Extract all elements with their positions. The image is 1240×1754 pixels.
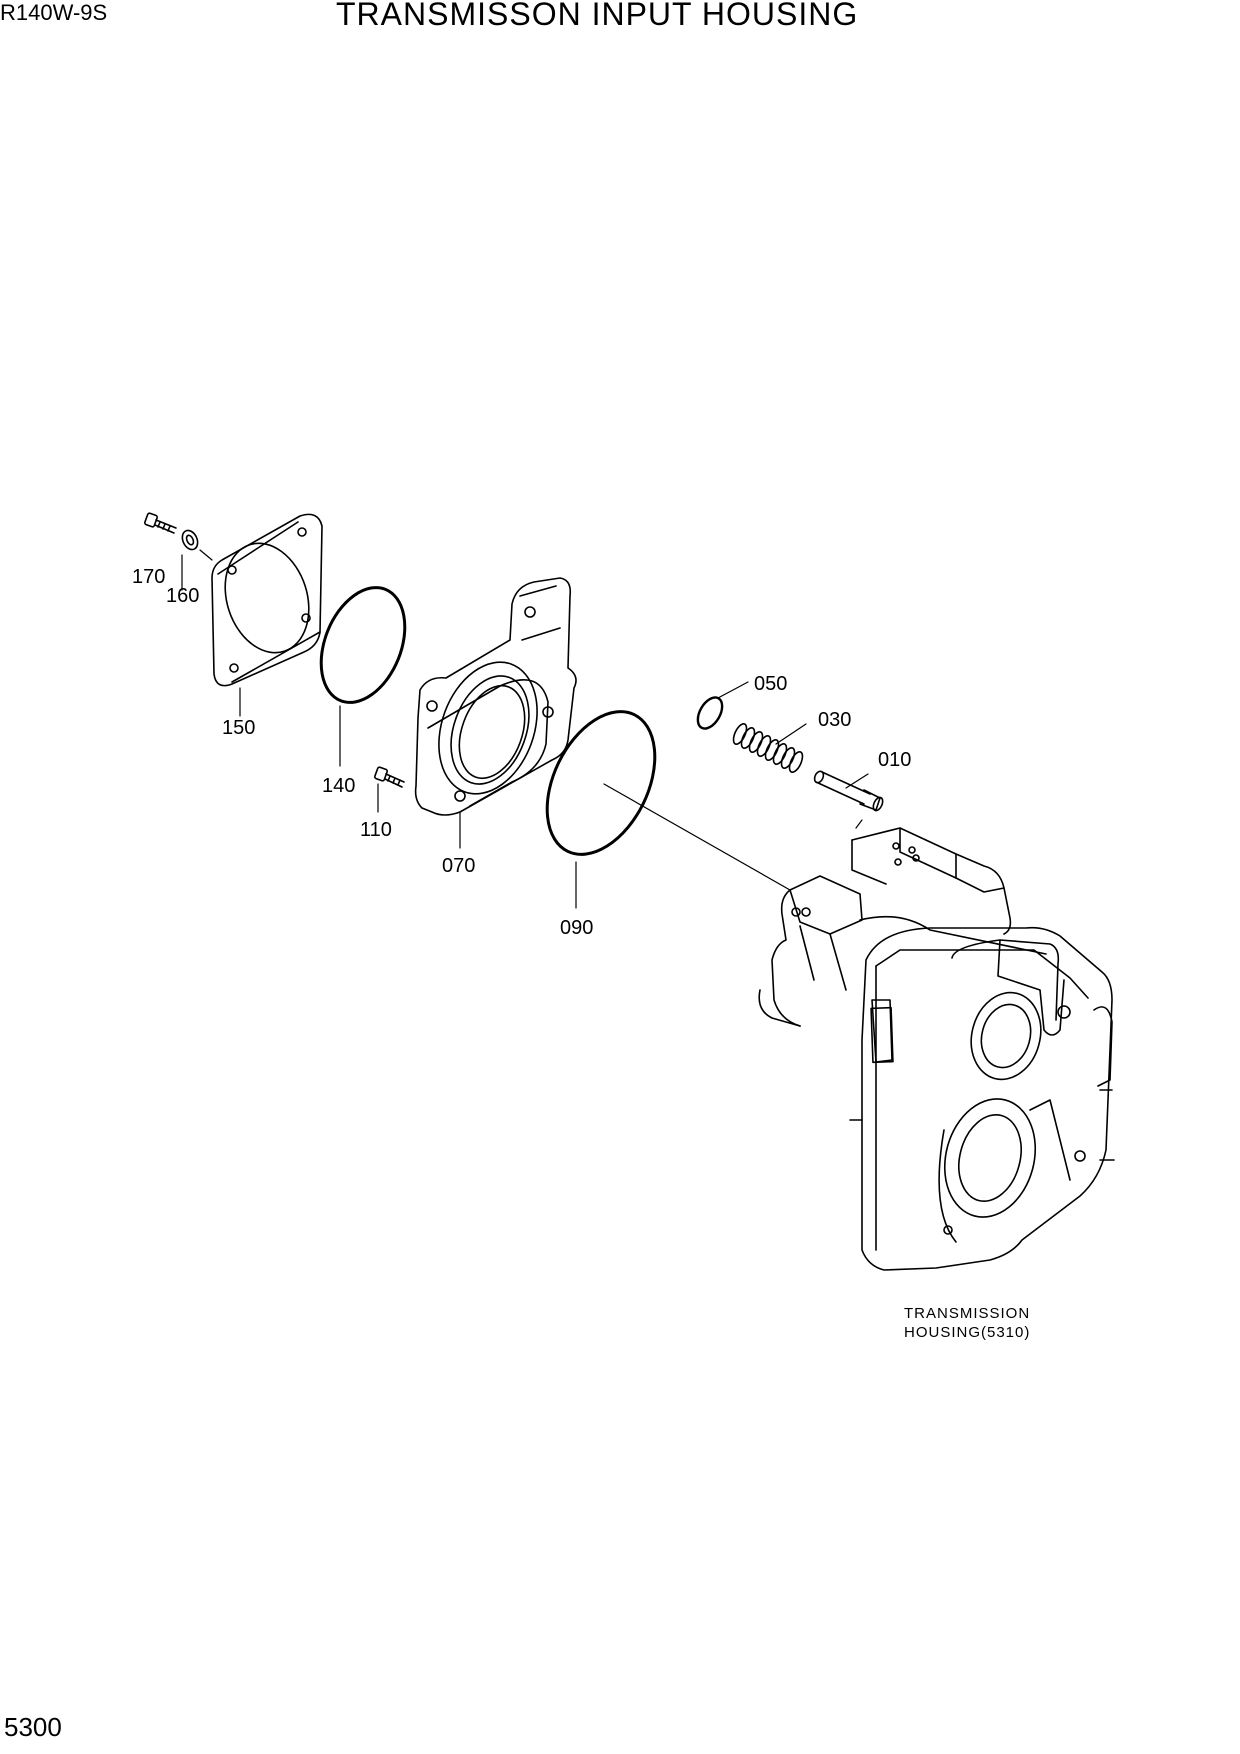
part-090-o-ring	[545, 710, 657, 856]
part-150-cover-plate	[211, 513, 323, 687]
part-050-o-ring	[696, 696, 724, 730]
part-label-030: 030	[818, 709, 851, 731]
assembly-axis-line	[603, 783, 791, 891]
part-170-bolt	[144, 512, 177, 534]
part-label-140: 140	[322, 775, 355, 797]
part-010-piston	[813, 770, 884, 812]
part-label-070: 070	[442, 855, 475, 877]
part-label-110: 110	[360, 819, 392, 841]
transmission-housing	[758, 827, 1115, 1271]
part-030-spring	[732, 723, 804, 773]
part-label-050: 050	[754, 673, 787, 695]
page-title: TRANSMISSON INPUT HOUSING	[336, 0, 859, 32]
part-label-010: 010	[878, 749, 911, 771]
part-label-170: 170	[132, 566, 165, 588]
page-number: 5300	[4, 1712, 62, 1742]
part-140-o-ring	[319, 586, 407, 704]
reference-note-line2: HOUSING(5310)	[904, 1324, 1030, 1341]
part-110-bolt	[374, 766, 405, 788]
part-label-160: 160	[166, 585, 199, 607]
reference-note-line1: TRANSMISSION	[904, 1305, 1030, 1322]
leader-lines	[181, 549, 869, 909]
part-070-input-housing	[414, 577, 577, 816]
part-label-150: 150	[222, 717, 255, 739]
part-160-washer	[181, 529, 199, 551]
model-code: R140W-9S	[0, 0, 108, 25]
part-label-090: 090	[560, 917, 593, 939]
